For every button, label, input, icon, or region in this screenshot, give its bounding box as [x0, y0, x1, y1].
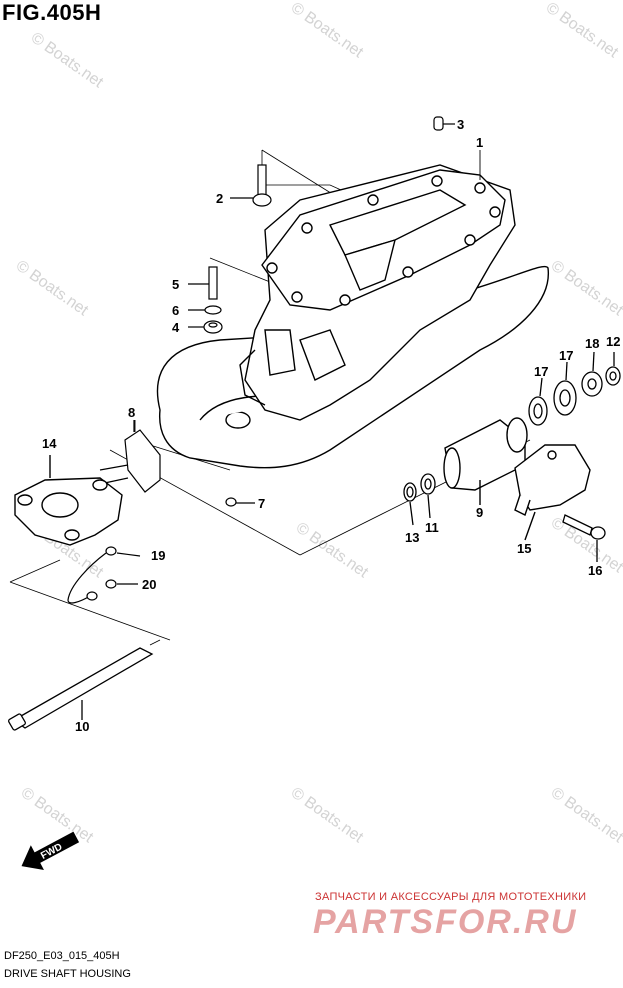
callout-2: 2 — [216, 191, 223, 206]
callout-16: 16 — [588, 563, 602, 578]
washer-part-11 — [420, 473, 436, 519]
callout-12: 12 — [606, 334, 620, 349]
drive-shaft-housing-part-1 — [156, 164, 549, 469]
callout-19: 19 — [151, 548, 165, 563]
brand-tagline: ЗАПЧАСТИ И АКСЕССУАРЫ ДЛЯ МОТОТЕХНИКИ — [315, 891, 587, 903]
callout-17b: 17 — [559, 348, 573, 363]
grommet-part-8 — [99, 420, 161, 493]
callout-17a: 17 — [534, 364, 548, 379]
watermark: © Boats.net — [288, 0, 367, 62]
ground-wire-part-19-20 — [67, 546, 141, 604]
callout-1: 1 — [476, 135, 483, 150]
clamp-part-15 — [514, 444, 591, 541]
callout-11: 11 — [425, 520, 439, 535]
watermark: © Boats.net — [543, 0, 622, 62]
bolt-part-2 — [230, 164, 272, 207]
callout-9: 9 — [476, 505, 483, 520]
watermark: © Boats.net — [548, 514, 623, 576]
spacer-part-17b — [553, 361, 577, 416]
stud-part-5 — [188, 266, 218, 300]
nut-part-4 — [188, 320, 223, 334]
watermark: © Boats.net — [28, 29, 107, 91]
figure-title: FIG.405H — [2, 0, 102, 25]
brand-logo: PARTSFOR.RU — [313, 903, 578, 941]
long-bolt-part-10 — [8, 647, 154, 731]
nut-part-12 — [605, 352, 621, 386]
callout-3: 3 — [457, 117, 464, 132]
bolt-part-7 — [225, 497, 255, 507]
callout-18: 18 — [585, 336, 599, 351]
callout-10: 10 — [75, 719, 89, 734]
callout-5: 5 — [172, 277, 179, 292]
washer-part-6 — [188, 305, 222, 315]
fwd-label: FWD — [39, 842, 64, 862]
callout-15: 15 — [517, 541, 531, 556]
callout-20: 20 — [142, 577, 156, 592]
diagram-name: DRIVE SHAFT HOUSING — [4, 968, 131, 980]
spacer-part-17a — [528, 377, 548, 426]
callout-13: 13 — [405, 530, 419, 545]
watermark: © Boats.net — [548, 784, 623, 846]
leader-lines — [134, 150, 481, 432]
watermark: © Boats.net — [13, 257, 92, 319]
watermark: © Boats.net — [288, 784, 367, 846]
fwd-arrow-icon: FWD — [21, 831, 80, 870]
callout-labels: 1 2 3 4 5 6 7 8 9 10 11 12 13 14 15 16 1… — [42, 117, 620, 734]
callout-4: 4 — [172, 320, 180, 335]
diagram-code: DF250_E03_015_405H — [4, 950, 120, 962]
washer-part-13 — [403, 482, 417, 526]
bolt-part-16 — [562, 514, 606, 562]
watermark: © Boats.net — [18, 784, 97, 846]
mount-bracket-part-14 — [14, 455, 123, 546]
bushing-part-9 — [443, 417, 528, 505]
pin-part-3 — [433, 116, 455, 131]
callout-8: 8 — [128, 405, 135, 420]
callout-7: 7 — [258, 496, 265, 511]
washer-part-18 — [581, 351, 603, 397]
watermark: © Boats.net — [548, 257, 623, 319]
callout-6: 6 — [172, 303, 179, 318]
callout-14: 14 — [42, 436, 57, 451]
watermark: © Boats.net — [293, 519, 372, 581]
